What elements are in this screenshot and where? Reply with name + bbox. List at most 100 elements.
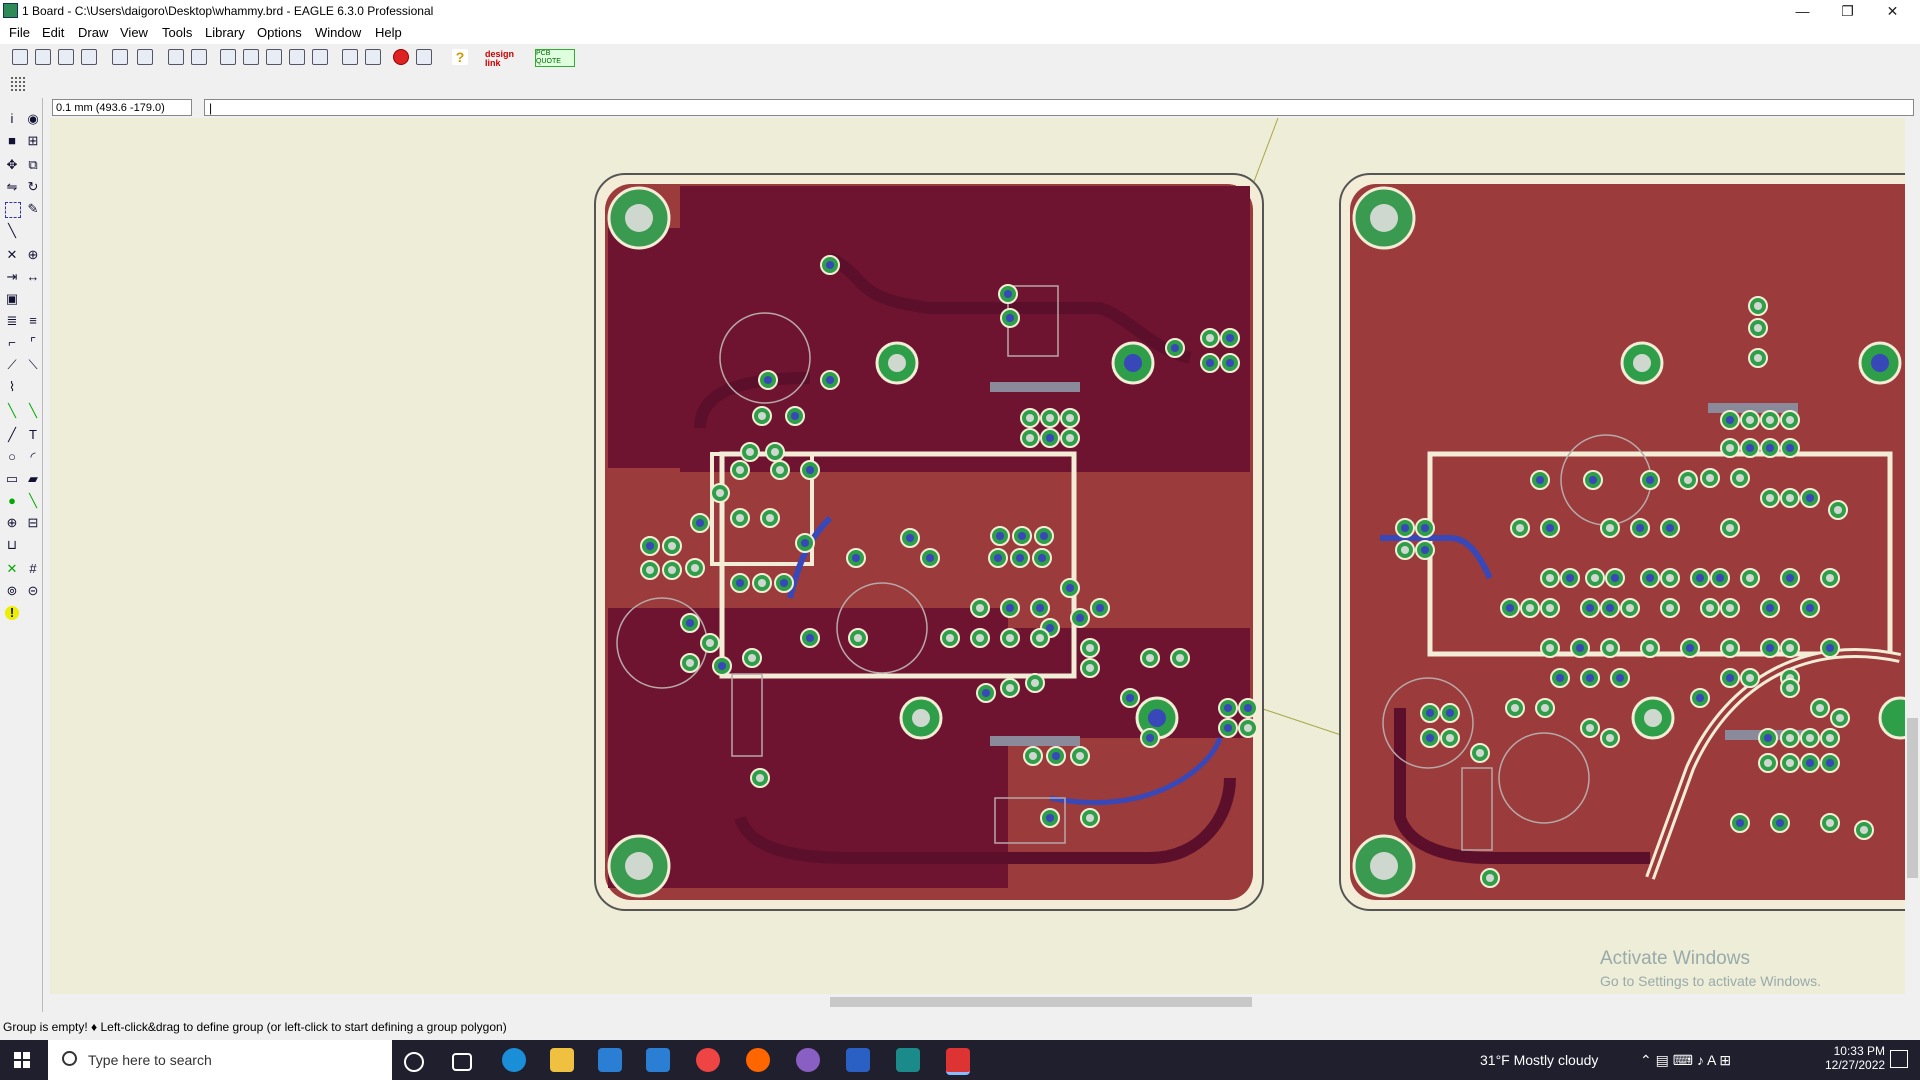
open-icon[interactable] xyxy=(12,49,28,65)
change-icon[interactable]: ✎ xyxy=(26,202,40,216)
eagle-taskbar-icon[interactable] xyxy=(946,1048,970,1075)
minimize-button[interactable]: — xyxy=(1780,0,1825,22)
save-icon[interactable] xyxy=(35,49,51,65)
zoom-in-icon[interactable] xyxy=(243,49,259,65)
display-icon[interactable]: ■ xyxy=(5,134,19,148)
print-icon[interactable] xyxy=(58,49,74,65)
hole-icon[interactable]: ⊕ xyxy=(5,516,19,530)
name-icon[interactable]: ⇥ xyxy=(5,270,19,284)
ulp2-icon[interactable] xyxy=(191,49,207,65)
vertical-scrollbar[interactable] xyxy=(1905,118,1920,994)
signal-wire-icon[interactable]: ╲ xyxy=(26,494,40,508)
ripup-icon[interactable]: ⟍ xyxy=(26,358,40,372)
circle-icon[interactable]: ○ xyxy=(5,450,19,464)
terminal-app-icon[interactable] xyxy=(896,1048,920,1072)
show-icon[interactable]: ◉ xyxy=(26,112,40,126)
undo-icon[interactable] xyxy=(342,49,358,65)
weather-text[interactable]: 31°F Mostly cloudy xyxy=(1480,1052,1598,1068)
menu-draw[interactable]: Draw xyxy=(78,25,108,40)
autorouter-icon[interactable]: # xyxy=(26,562,40,576)
zoom-select-icon[interactable] xyxy=(312,49,328,65)
taskbar-clock[interactable]: 10:33 PM 12/27/2022 xyxy=(1825,1044,1885,1072)
via-icon[interactable]: ● xyxy=(5,494,19,508)
split-icon[interactable]: ⌐ xyxy=(5,336,19,350)
script-icon[interactable] xyxy=(137,49,153,65)
route-icon[interactable]: ⟋ xyxy=(5,358,19,372)
move-icon[interactable]: ✥ xyxy=(5,158,19,172)
store-icon[interactable] xyxy=(598,1048,622,1072)
drc-icon[interactable]: ⊝ xyxy=(26,584,40,598)
taskbar-search[interactable]: Type here to search xyxy=(48,1040,392,1080)
menu-library[interactable]: Library xyxy=(205,25,245,40)
menu-help[interactable]: Help xyxy=(375,25,402,40)
signal-icon[interactable]: ╲ xyxy=(5,404,19,418)
miter-icon[interactable]: ≡ xyxy=(26,314,40,328)
lock-icon[interactable]: ▣ xyxy=(5,292,19,306)
meander-icon[interactable]: ⌇ xyxy=(5,380,19,394)
mark-icon[interactable]: ⊞ xyxy=(26,134,40,148)
tray-icons[interactable]: ⌃ ▤ ⌨ ♪ A ⊞ xyxy=(1640,1052,1731,1069)
windows-start-icon[interactable] xyxy=(14,1052,30,1068)
group-icon[interactable] xyxy=(5,202,21,218)
restore-button[interactable]: ❐ xyxy=(1825,0,1870,22)
shield-icon[interactable] xyxy=(846,1048,870,1072)
info-icon[interactable]: i xyxy=(5,112,19,126)
mail-icon[interactable] xyxy=(646,1048,670,1072)
arc-icon[interactable]: ◜ xyxy=(26,450,40,464)
cam-processor-icon[interactable] xyxy=(81,49,97,65)
vertical-scroll-thumb[interactable] xyxy=(1907,718,1918,878)
horizontal-scroll-thumb[interactable] xyxy=(830,997,1252,1007)
go-icon[interactable] xyxy=(416,49,432,65)
zoom-out-icon[interactable] xyxy=(266,49,282,65)
board-canvas[interactable]: Activate Windows Go to Settings to activ… xyxy=(50,118,1905,994)
polygon-icon[interactable]: ▰ xyxy=(26,472,40,486)
erc-icon[interactable]: ⊚ xyxy=(5,584,19,598)
pcb-drawing[interactable] xyxy=(50,118,1905,994)
zoom-fit-icon[interactable] xyxy=(220,49,236,65)
file-explorer-icon[interactable] xyxy=(550,1048,574,1072)
menu-file[interactable]: File xyxy=(9,25,30,40)
small-pad-hole xyxy=(1076,614,1084,622)
copy-icon[interactable]: ⧉ xyxy=(26,158,40,172)
help-icon[interactable]: ? xyxy=(452,49,468,65)
firefox-icon[interactable] xyxy=(746,1048,770,1072)
redo-icon[interactable] xyxy=(365,49,381,65)
notification-icon[interactable] xyxy=(1890,1050,1908,1068)
add-icon[interactable]: ⊕ xyxy=(26,248,40,262)
rotate-icon[interactable]: ↻ xyxy=(26,180,40,194)
menu-window[interactable]: Window xyxy=(315,25,361,40)
ratsnest-icon[interactable]: ✕ xyxy=(5,562,19,576)
errors-icon[interactable]: ! xyxy=(5,606,19,620)
pcb-quote-button[interactable]: PCB QUOTE xyxy=(535,49,575,67)
menu-options[interactable]: Options xyxy=(257,25,302,40)
rect-icon[interactable]: ▭ xyxy=(5,472,19,486)
menu-edit[interactable]: Edit xyxy=(42,25,64,40)
dimension-icon[interactable]: ⊔ xyxy=(5,538,19,552)
cortana-icon[interactable] xyxy=(404,1052,424,1072)
edge-icon[interactable] xyxy=(502,1048,526,1072)
ulp-icon[interactable] xyxy=(168,49,184,65)
delete-icon[interactable]: ✕ xyxy=(5,248,19,262)
app-icon[interactable] xyxy=(796,1048,820,1072)
stop-icon[interactable] xyxy=(393,49,409,65)
optimize-icon[interactable]: ⌜ xyxy=(26,336,40,350)
task-view-icon[interactable] xyxy=(452,1053,472,1071)
menu-tools[interactable]: Tools xyxy=(162,25,192,40)
paste-icon[interactable]: ╲ xyxy=(5,224,19,238)
menu-view[interactable]: View xyxy=(120,25,148,40)
zoom-redraw-icon[interactable] xyxy=(289,49,305,65)
switch-schematic-icon[interactable] xyxy=(112,49,128,65)
mirror-icon[interactable]: ⇋ xyxy=(5,180,19,194)
command-input[interactable] xyxy=(204,99,1914,116)
horizontal-scrollbar[interactable] xyxy=(50,994,1920,1010)
value-icon[interactable]: ↔ xyxy=(26,270,40,284)
attribute-icon[interactable]: ⊟ xyxy=(26,516,40,530)
designlink-button[interactable]: design link xyxy=(485,50,525,68)
grid-icon[interactable] xyxy=(10,76,26,92)
text-icon[interactable]: T xyxy=(26,428,40,442)
close-button[interactable]: ✕ xyxy=(1870,0,1915,22)
via-route-icon[interactable]: ╲ xyxy=(26,404,40,418)
chrome-icon[interactable] xyxy=(696,1048,720,1072)
smash-icon[interactable]: ≣ xyxy=(5,314,19,328)
wire-icon[interactable]: ╱ xyxy=(5,428,19,442)
